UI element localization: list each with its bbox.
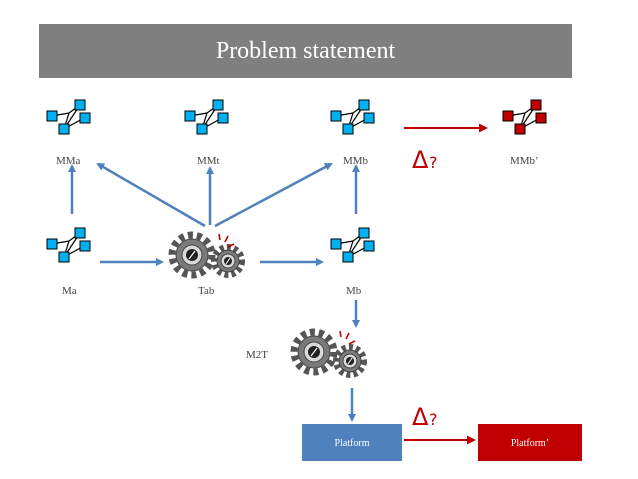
- delta-symbol-bottom: Δ: [412, 403, 429, 431]
- mma-model-graph-icon: [46, 99, 91, 135]
- mmb-prime-model-graph-icon: [502, 99, 547, 135]
- ma-label: Ma: [62, 285, 77, 297]
- platform-label: Platform: [335, 438, 370, 449]
- tab-label: Tab: [198, 285, 215, 297]
- title-bar: Problem statement: [39, 24, 572, 78]
- mmb-label: MMb: [343, 155, 369, 167]
- tab-gears-icon: [172, 234, 242, 275]
- platform-prime-box: [478, 424, 582, 461]
- ma-model-graph-icon: [46, 227, 91, 263]
- platform-prime-label: Platform’: [511, 438, 549, 449]
- mma-label: MMa: [56, 155, 81, 167]
- page-title: Problem statement: [215, 37, 396, 64]
- delta-question-top: ?: [429, 153, 438, 172]
- m2t-gears-icon: [294, 331, 364, 375]
- arrow-tab-to-mma: [96, 162, 206, 228]
- m2t-label: M2T: [246, 349, 268, 361]
- mmt-label: MMt: [197, 155, 220, 167]
- delta-question-bottom: ?: [429, 410, 438, 429]
- mmt-model-graph-icon: [184, 99, 229, 135]
- delta-symbol-top: Δ: [412, 146, 429, 174]
- platform-box: [302, 424, 402, 461]
- mmb-prime-label: MMb’: [510, 155, 539, 167]
- arrow-tab-to-mmb: [214, 162, 333, 228]
- mmb-model-graph-icon: [330, 99, 375, 135]
- mb-label: Mb: [346, 285, 362, 297]
- mb-model-graph-icon: [330, 227, 375, 263]
